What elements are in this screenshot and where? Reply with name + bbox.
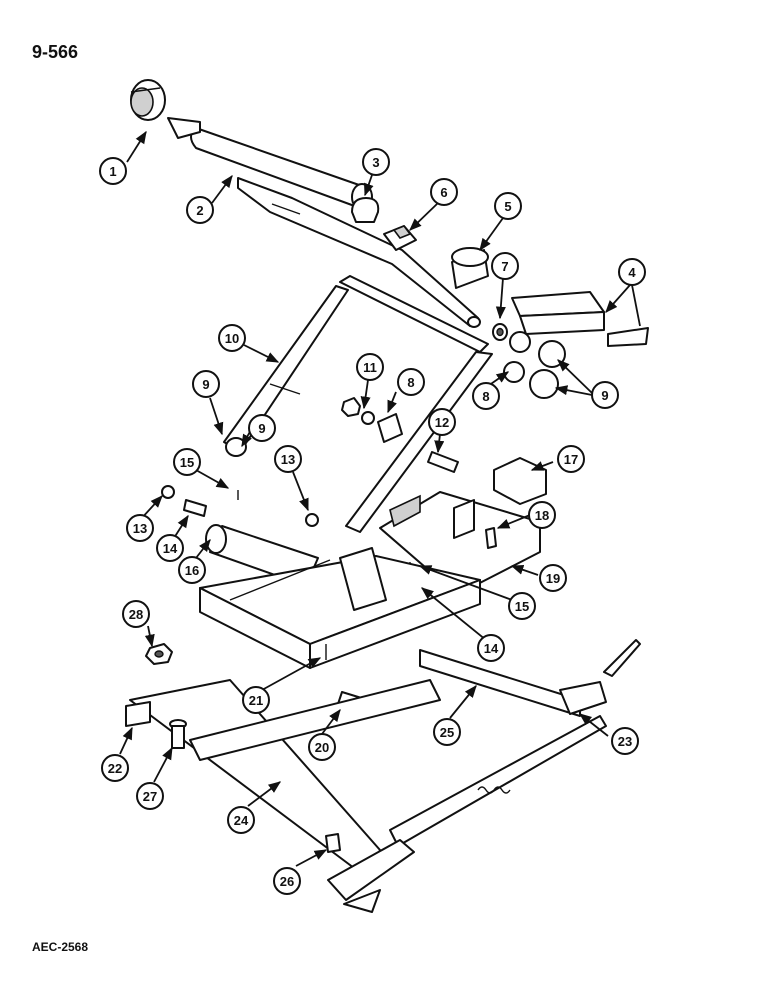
callout-label: 9 [258, 421, 265, 436]
callout-label: 10 [225, 331, 239, 346]
callout-9-right-lower-label: 9 [0, 0, 7, 3]
callout-18: 18 [528, 501, 556, 529]
callout-4: 4 [618, 258, 646, 286]
part-spring-lever [327, 786, 511, 913]
callout-label: 24 [234, 813, 249, 828]
callout-10: 10 [218, 324, 246, 352]
part-4-blocks [511, 291, 649, 347]
callout-label: 2 [196, 203, 203, 218]
callout-label: 15 [180, 455, 194, 470]
callout-3: 3 [362, 148, 390, 176]
callout-label: 7 [501, 259, 508, 274]
callout-12: 12 [428, 408, 456, 436]
callout-5: 5 [494, 192, 522, 220]
callout-2: 2 [186, 196, 214, 224]
callout-20: 20 [308, 733, 336, 761]
callout-17: 17 [557, 445, 585, 473]
callout-14-left: 14 [156, 534, 184, 562]
part-1-cap [130, 79, 166, 121]
part-23-25-right-rail [389, 639, 641, 847]
callout-label: 25 [440, 725, 454, 740]
callout-label: 13 [133, 521, 147, 536]
part-18-pin [485, 527, 497, 549]
reference-code: AEC-2568 [32, 940, 89, 954]
callout-21: 21 [242, 686, 270, 714]
callout-label: 19 [546, 571, 560, 586]
callout-9-left-upper: 9 [192, 370, 220, 398]
part-2-upper-tube-arm [167, 117, 481, 328]
part-27-bolt [169, 719, 187, 749]
part-17-block [493, 457, 547, 505]
callout-label: 9 [202, 377, 209, 392]
callout-label: 9 [601, 388, 608, 403]
callout-label: 11 [363, 360, 377, 375]
callout-7: 7 [491, 252, 519, 280]
part-26-stud [325, 833, 341, 853]
part-6-bracket [383, 225, 417, 251]
callout-15-left: 15 [173, 448, 201, 476]
callout-14-right: 14 [477, 634, 505, 662]
part-12-bolt [427, 451, 459, 473]
callout-8-center: 8 [397, 368, 425, 396]
callout-9-left-lower: 9 [248, 414, 276, 442]
callout-19: 19 [539, 564, 567, 592]
callout-11: 11 [356, 353, 384, 381]
callout-label: 26 [280, 874, 294, 889]
part-7-washer [492, 323, 508, 341]
callout-label: 17 [564, 452, 578, 467]
callout-label: 12 [435, 415, 449, 430]
callout-1: 1 [99, 157, 127, 185]
callout-label: 18 [535, 508, 549, 523]
callout-label: 21 [249, 693, 263, 708]
part-8-spacer-center [361, 411, 403, 443]
callout-label: 27 [143, 789, 157, 804]
callout-16: 16 [178, 556, 206, 584]
callout-25: 25 [433, 718, 461, 746]
callout-label: 4 [628, 265, 636, 280]
callout-label: 5 [504, 199, 511, 214]
callout-label: 20 [315, 740, 329, 755]
part-3-clip [351, 197, 380, 223]
callout-label: 16 [185, 563, 199, 578]
callout-28: 28 [122, 600, 150, 628]
callout-8-right: 8 [472, 382, 500, 410]
callout-9-right: 9 [591, 381, 619, 409]
callout-22: 22 [101, 754, 129, 782]
callout-label: 14 [163, 541, 178, 556]
callout-27: 27 [136, 782, 164, 810]
callout-13-left: 13 [126, 514, 154, 542]
callout-23: 23 [611, 727, 639, 755]
callout-24: 24 [227, 806, 255, 834]
part-28-nut [145, 643, 173, 665]
part-10-scissor-frame [223, 275, 493, 533]
callout-label: 6 [440, 185, 447, 200]
part-lower-frame [199, 547, 481, 669]
callout-label: 8 [482, 389, 489, 404]
callout-label: 22 [108, 761, 122, 776]
part-5-bushing [451, 247, 489, 289]
callout-6: 6 [430, 178, 458, 206]
callout-13-center: 13 [274, 445, 302, 473]
callout-label: 13 [281, 452, 295, 467]
callout-label: 23 [618, 734, 632, 749]
part-13-washers [161, 485, 319, 527]
part-9-rollers-right [503, 331, 566, 399]
callout-label: 15 [515, 599, 529, 614]
callout-15-right: 15 [508, 592, 536, 620]
callout-label: 8 [407, 375, 414, 390]
page-number: 9-566 [32, 42, 79, 62]
callout-label: 28 [129, 607, 143, 622]
leader-lines [119, 130, 641, 867]
callout-26: 26 [273, 867, 301, 895]
callout-label: 1 [109, 164, 116, 179]
part-11-nut [341, 397, 361, 417]
callout-label: 14 [484, 641, 499, 656]
callout-label: 3 [372, 155, 379, 170]
